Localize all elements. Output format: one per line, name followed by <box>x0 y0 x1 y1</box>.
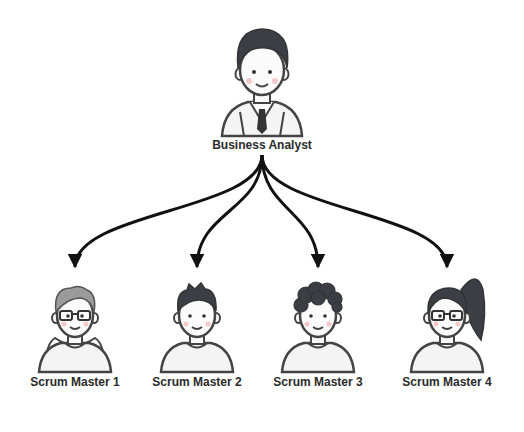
person-node: Scrum Master 3 <box>269 268 367 390</box>
scrum-master-1-avatar <box>39 286 111 372</box>
role-label: Scrum Master 4 <box>398 375 496 390</box>
analyst-avatar <box>222 29 302 136</box>
person-node: Scrum Master 2 <box>148 268 246 390</box>
person-node: Scrum Master 4 <box>398 268 496 390</box>
scrum-master-3-avatar <box>282 282 354 372</box>
person-node: Scrum Master 1 <box>26 268 124 390</box>
person-node: Business Analyst <box>207 20 317 153</box>
role-label: Business Analyst <box>207 138 317 153</box>
hierarchy-arrow <box>262 155 447 267</box>
role-label: Scrum Master 2 <box>148 375 246 390</box>
hierarchy-arrow <box>197 155 262 267</box>
scrum-master-2-avatar <box>161 283 233 372</box>
scrum-master-4-avatar <box>411 279 485 372</box>
role-label: Scrum Master 1 <box>26 375 124 390</box>
hierarchy-arrow <box>75 155 262 267</box>
role-label: Scrum Master 3 <box>269 375 367 390</box>
